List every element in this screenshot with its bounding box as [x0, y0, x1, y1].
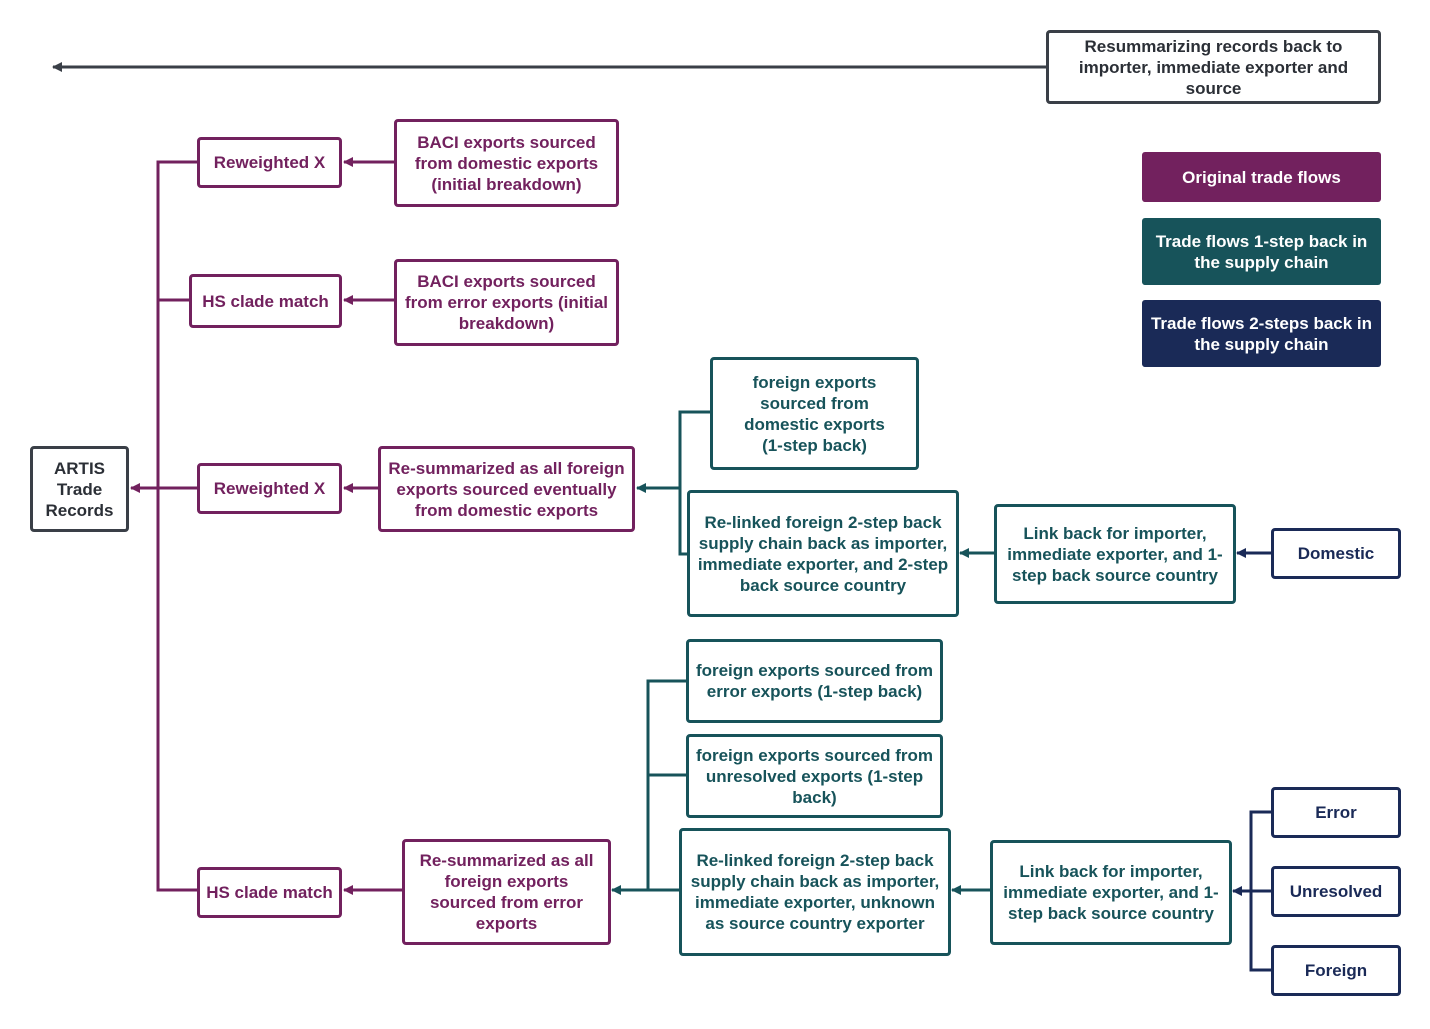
purple-backbone — [156, 160, 197, 892]
hs-clade-match-bottom: HS clade match — [197, 867, 342, 918]
legend-one-step: Trade flows 1-step back in the supply ch… — [1142, 218, 1381, 285]
teal-branch-error — [646, 679, 686, 892]
legend-original: Original trade flows — [1142, 152, 1381, 202]
title-box: Resummarizing records back to importer, … — [1046, 30, 1381, 104]
relinked-domestic-box: Re-linked foreign 2-step back supply cha… — [687, 490, 959, 617]
foreign-box: Foreign — [1271, 945, 1401, 996]
domestic-box: Domestic — [1271, 528, 1401, 579]
artis-trade-records: ARTIS Trade Records — [30, 446, 129, 532]
teal-branch-domestic — [678, 410, 710, 556]
baci-error-box: BACI exports sourced from error exports … — [394, 259, 619, 346]
relinked-unknown-box: Re-linked foreign 2-step back supply cha… — [679, 828, 951, 956]
resummarized-error-box: Re-summarized as all foreign exports sou… — [402, 839, 611, 945]
link-back-domestic-box: Link back for importer, immediate export… — [994, 504, 1236, 604]
foreign-domestic-1step-box: foreign exports sourced from domestic ex… — [710, 357, 919, 470]
resummarized-domestic-box: Re-summarized as all foreign exports sou… — [378, 446, 635, 532]
hs-clade-match-top: HS clade match — [189, 274, 342, 328]
unresolved-box: Unresolved — [1271, 866, 1401, 917]
error-box: Error — [1271, 787, 1401, 838]
legend-two-step: Trade flows 2-steps back in the supply c… — [1142, 300, 1381, 367]
foreign-error-1step-box: foreign exports sourced from error expor… — [686, 639, 943, 723]
link-back-error-box: Link back for importer, immediate export… — [990, 840, 1232, 945]
reweighted-x-top: Reweighted X — [197, 137, 342, 188]
reweighted-x-middle: Reweighted X — [197, 463, 342, 514]
foreign-unresolved-1step-box: foreign exports sourced from unresolved … — [686, 734, 943, 818]
baci-domestic-box: BACI exports sourced from domestic expor… — [394, 119, 619, 207]
